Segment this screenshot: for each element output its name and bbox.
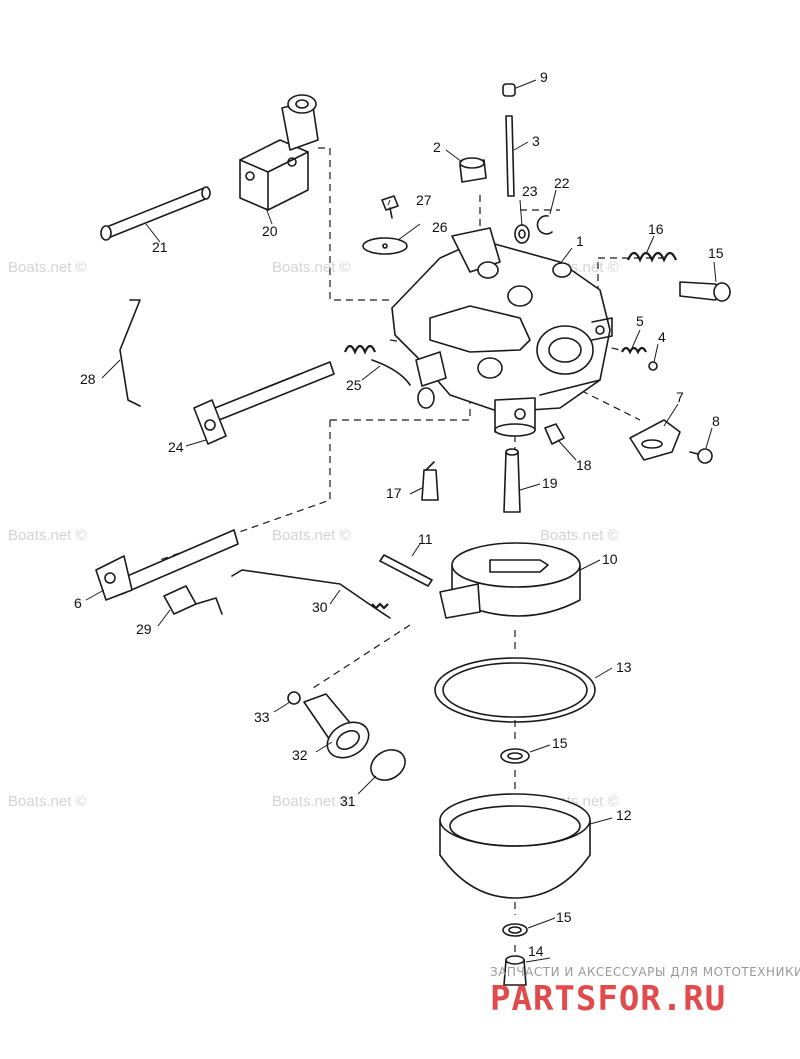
link-rod-thread (371, 602, 389, 610)
callout-30: 29 (136, 621, 152, 637)
spring-part (343, 344, 411, 386)
leader-lines (85, 79, 717, 963)
shaft-part (193, 361, 335, 445)
float-part (439, 542, 581, 619)
rod-part (505, 115, 515, 197)
body-screw-part (544, 423, 565, 445)
callout-3: 3 (532, 133, 540, 149)
ball-part (648, 361, 658, 371)
callout-13: 13 (616, 659, 632, 675)
callout-11: 11 (418, 531, 433, 547)
callout-28: 27 (416, 192, 432, 208)
callout-23: 22 (554, 175, 570, 191)
callout-14: 14 (528, 943, 544, 959)
brand-name: PARTSFOR.RU (490, 979, 726, 1019)
callout-31: 30 (312, 599, 328, 615)
callout-22: 21 (152, 239, 168, 255)
washer-part (514, 224, 530, 244)
callout-33: 32 (292, 747, 308, 763)
callout-7: 7 (676, 389, 684, 405)
watermark-text: Boats.net © (8, 527, 87, 544)
wire-link-part (119, 299, 141, 407)
screw-part (381, 195, 399, 219)
callout-20: 19 (542, 475, 558, 491)
callout-21: 20 (262, 223, 278, 239)
washer-upper-part (500, 748, 530, 764)
carburetor-body-part (391, 227, 613, 437)
callout-32: 31 (340, 793, 356, 809)
drain-screw-part (503, 955, 527, 986)
callout-25: 24 (168, 439, 184, 455)
plate-screw-part (689, 448, 713, 464)
callout-29: 28 (80, 371, 96, 387)
callout-18: 17 (386, 485, 402, 501)
watermark-text: Boats.net © (272, 793, 351, 810)
callout-10: 10 (602, 551, 618, 567)
callout-1: 1 (576, 233, 584, 249)
clip-part (536, 215, 553, 235)
watermark-text: Boats.net © (272, 259, 351, 276)
spring-right-part (626, 251, 678, 263)
watermark-text: Boats.net © (8, 793, 87, 810)
callout-4: 4 (658, 329, 666, 345)
float-pin-part (379, 554, 433, 587)
throttle-shaft-part (95, 529, 239, 601)
small-spring-part (621, 346, 647, 355)
small-cap-part (502, 83, 516, 97)
cap-part (459, 157, 487, 183)
watermark-text: Boats.net © (272, 527, 351, 544)
main-jet-part (503, 448, 521, 513)
callout-27: 26 (432, 219, 448, 235)
callout-8: 8 (712, 413, 720, 429)
callout-16: 15 (708, 245, 724, 261)
callout-9: 9 (540, 69, 548, 85)
needle-screw-part (679, 281, 731, 302)
lever-part (163, 585, 223, 615)
small-ring-part (287, 691, 301, 705)
callout-26: 25 (346, 377, 362, 393)
link-rod-part (231, 569, 391, 619)
gasket-ring-part (434, 657, 596, 723)
callout-34: 33 (254, 709, 270, 725)
seal-part (370, 749, 406, 781)
brand-tagline: ЗАПЧАСТИ И АКСЕССУАРЫ ДЛЯ МОТОТЕХНИКИ (490, 965, 800, 979)
washer-lower-part (502, 923, 528, 937)
callout-19: 18 (576, 457, 592, 473)
plate-part (629, 419, 681, 461)
pin-part (100, 186, 211, 241)
callout-labels: 9 3 2 23 22 27 26 1 16 15 5 4 7 8 18 17 … (74, 69, 724, 959)
bracket-part (239, 94, 319, 211)
watermark-text: Boats.net © (540, 527, 619, 544)
callout-6: 6 (74, 595, 82, 611)
callout-2: 2 (433, 139, 441, 155)
brand-logo: ЗАПЧАСТИ И АКСЕССУАРЫ ДЛЯ МОТОТЕХНИКИ PA… (490, 965, 800, 1019)
callout-12: 12 (616, 807, 632, 823)
fitting-part (303, 693, 370, 759)
callout-15-upper: 15 (552, 735, 568, 751)
callout-15-lower: 15 (556, 909, 572, 925)
callout-24: 23 (522, 183, 538, 199)
callout-5: 5 (636, 313, 644, 329)
watermark-text: Boats.net © (8, 259, 87, 276)
callout-17: 16 (648, 221, 664, 237)
disc-part (362, 237, 408, 255)
float-bowl-part (439, 793, 591, 899)
jet-part (421, 461, 439, 501)
